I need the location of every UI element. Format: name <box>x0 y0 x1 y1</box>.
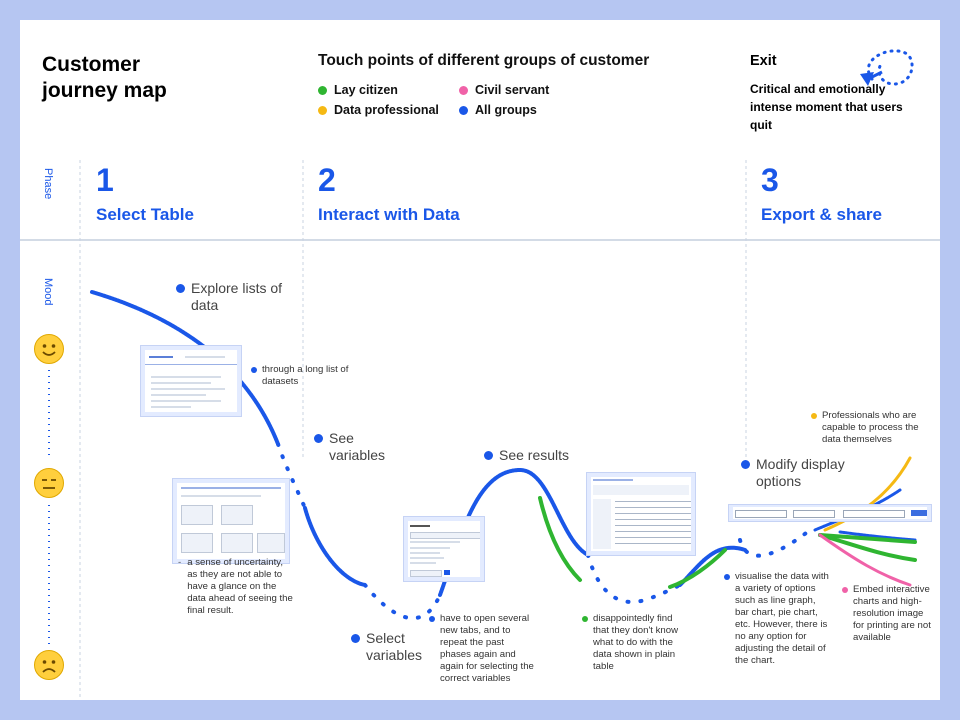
note-embed: Embed interactive charts and high-resolu… <box>842 584 937 644</box>
sad-face-icon <box>34 650 64 680</box>
phase-2-number: 2 <box>318 162 336 198</box>
variables-screenshot <box>172 478 290 564</box>
neutral-face-icon <box>34 468 64 498</box>
blue-dot-icon <box>251 367 257 373</box>
note-new-tabs: have to open several new tabs, and to re… <box>429 613 534 685</box>
phase-1-name: Select Table <box>96 205 194 224</box>
pink-dot-icon <box>842 587 848 593</box>
phase-side-label: Phase <box>42 168 54 200</box>
exit-arrow-icon <box>860 49 914 86</box>
touchpoints-title: Touch points of different groups of cust… <box>318 52 650 69</box>
display-options-toolbar-screenshot <box>728 504 932 522</box>
note-visualise: visualise the data with a variety of opt… <box>724 571 829 667</box>
dataset-list-screenshot <box>140 345 242 417</box>
phase-1-number: 1 <box>96 162 114 198</box>
blue-dot-icon <box>459 105 468 115</box>
blue-dot-icon <box>741 460 750 469</box>
phase-separators <box>79 160 747 700</box>
legend-all-groups: All groups <box>459 103 537 117</box>
exit-description: Critical and emotionally intense moment … <box>750 82 903 132</box>
results-table-screenshot <box>586 472 696 556</box>
phase-3-number: 3 <box>761 162 779 198</box>
blue-dot-icon <box>484 451 493 460</box>
step-see-results: See results <box>484 447 604 464</box>
pink-dot-icon <box>459 85 468 95</box>
journey-map-card: Customer journey map Touch points of dif… <box>20 20 940 700</box>
phase-divider <box>20 239 940 241</box>
note-disappointed: disappointedly find that they don't know… <box>582 613 682 673</box>
green-dot-icon <box>318 85 327 95</box>
yellow-dot-icon <box>811 413 817 419</box>
happy-face-icon <box>34 334 64 364</box>
step-explore-lists: Explore lists of data <box>176 280 296 314</box>
blue-dot-icon <box>724 574 730 580</box>
note-long-list: through a long list of datasets <box>251 364 356 388</box>
legend-civil-servant: Civil servant <box>459 83 549 97</box>
step-select-variables: Select variables <box>351 630 431 664</box>
select-variables-screenshot <box>403 516 485 582</box>
phase-3-name: Export & share <box>761 205 882 224</box>
blue-dot-icon <box>176 284 185 293</box>
yellow-dot-icon <box>318 105 327 115</box>
mood-side-label: Mood <box>42 278 54 306</box>
blue-dot-icon <box>351 634 360 643</box>
note-uncertainty: - a sense of uncertainty, as they are no… <box>178 557 293 616</box>
page-title: Customer journey map <box>42 53 167 102</box>
green-dot-icon <box>582 616 588 622</box>
blue-dot-icon <box>314 434 323 443</box>
exit-title: Exit <box>750 53 777 69</box>
blue-dot-icon <box>429 616 435 622</box>
phase-2-name: Interact with Data <box>318 205 460 224</box>
legend-data-professional: Data professional <box>318 103 439 117</box>
step-see-variables: See variables <box>314 430 394 464</box>
legend-lay-citizen: Lay citizen <box>318 83 398 97</box>
step-modify-display: Modify display options <box>741 456 866 490</box>
note-professionals: Professionals who are capable to process… <box>811 410 933 446</box>
